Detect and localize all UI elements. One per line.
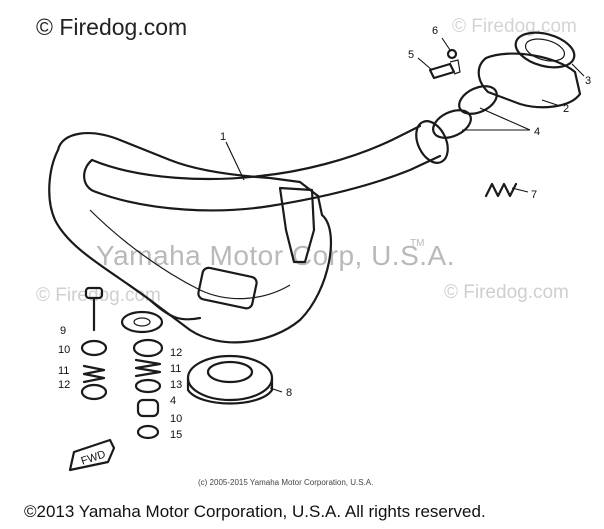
- callout-8: 8: [286, 387, 292, 399]
- firedog-watermark-top-right: © Firedog.com: [452, 16, 577, 37]
- leader-4a: [479, 107, 531, 131]
- callout-12-center: 12: [170, 347, 182, 359]
- washer-left-b: [80, 383, 108, 401]
- callout-4-center: 4: [170, 395, 176, 407]
- lock-washer: [446, 48, 458, 60]
- callout-10-center: 10: [170, 413, 182, 425]
- leader-lines: [225, 37, 585, 393]
- callout-10-left: 10: [58, 344, 70, 356]
- callout-15: 15: [170, 429, 182, 441]
- leader-2: [541, 99, 561, 107]
- damper-side: [186, 376, 274, 405]
- spring-left: [82, 364, 106, 384]
- washer-center-a: [132, 338, 164, 358]
- damper-group: [186, 354, 274, 405]
- leader-5: [417, 57, 433, 71]
- exhaust-seal-ring-a: [458, 85, 498, 115]
- exhaust-flange-inner: [524, 38, 566, 62]
- callout-11-center: 11: [170, 363, 181, 375]
- callout-2: 2: [563, 103, 569, 115]
- callout-12-left: 12: [58, 379, 70, 391]
- muffler-tube-upper: [90, 124, 422, 181]
- leader-1: [225, 141, 245, 181]
- left-fastener-stack: [80, 286, 108, 401]
- callout-5: 5: [408, 49, 414, 61]
- spacer-collar: [136, 398, 160, 418]
- washer-center-b: [134, 378, 162, 394]
- center-fastener-stack: [132, 338, 164, 440]
- muffler-bottom-lip: [148, 298, 202, 321]
- callout-11-left: 11: [58, 365, 69, 377]
- exhaust-flange: [514, 31, 576, 69]
- yamaha-watermark: Yamaha Motor Corp, U.S.A.: [96, 240, 455, 271]
- muffler-tube-lower: [94, 154, 442, 212]
- muffler-tube-curve: [83, 158, 98, 194]
- muffler-assembly: [48, 120, 449, 344]
- mount-rubber-hole: [133, 317, 151, 327]
- trademark-mark: TM: [410, 238, 425, 249]
- muffler-inner-chamber: [89, 209, 291, 300]
- copyright-credit-small: (c) 2005-2015 Yamaha Motor Corporation, …: [198, 478, 374, 487]
- copyright-footer: ©2013 Yamaha Motor Corporation, U.S.A. A…: [24, 502, 486, 521]
- leader-6: [441, 37, 451, 51]
- spring-center: [134, 358, 162, 378]
- callout-13: 13: [170, 379, 182, 391]
- mounting-bracket: [278, 186, 316, 264]
- muffler-body: [48, 132, 333, 344]
- callout-9: 9: [60, 325, 66, 337]
- exhaust-bolt: [428, 62, 456, 80]
- exhaust-joint-pipe: [477, 52, 582, 109]
- exhaust-seal-ring-b: [432, 109, 472, 139]
- leader-7: [511, 187, 529, 193]
- firedog-watermark-top-left: © Firedog.com: [36, 14, 188, 40]
- callout-1: 1: [220, 131, 226, 143]
- bolt-head: [84, 286, 104, 300]
- callout-6: 6: [432, 25, 438, 37]
- nut-center: [136, 424, 160, 440]
- leader-8: [269, 387, 283, 393]
- firedog-watermark-left: © Firedog.com: [36, 285, 161, 306]
- mount-rubber-boss: [120, 310, 164, 334]
- damper-inner: [206, 360, 254, 384]
- muffler-tube-end: [415, 120, 449, 164]
- spring: [484, 182, 518, 198]
- callout-7: 7: [531, 189, 537, 201]
- washer-left-a: [80, 339, 108, 357]
- muffler-mount-plate: [197, 266, 258, 310]
- exhaust-bolt-head: [449, 59, 461, 75]
- fwd-arrow-shape: [68, 438, 116, 472]
- exhaust-joint-group: [428, 31, 582, 198]
- callout-4: 4: [534, 126, 540, 138]
- fwd-arrow: FWD: [68, 438, 116, 472]
- firedog-watermark-right: © Firedog.com: [444, 282, 569, 303]
- leader-3: [571, 63, 585, 77]
- callouts: 1 2 3 4 5 6 7 8 9 10 11 12 12 11 13 4 10…: [58, 25, 591, 441]
- callout-3: 3: [585, 75, 591, 87]
